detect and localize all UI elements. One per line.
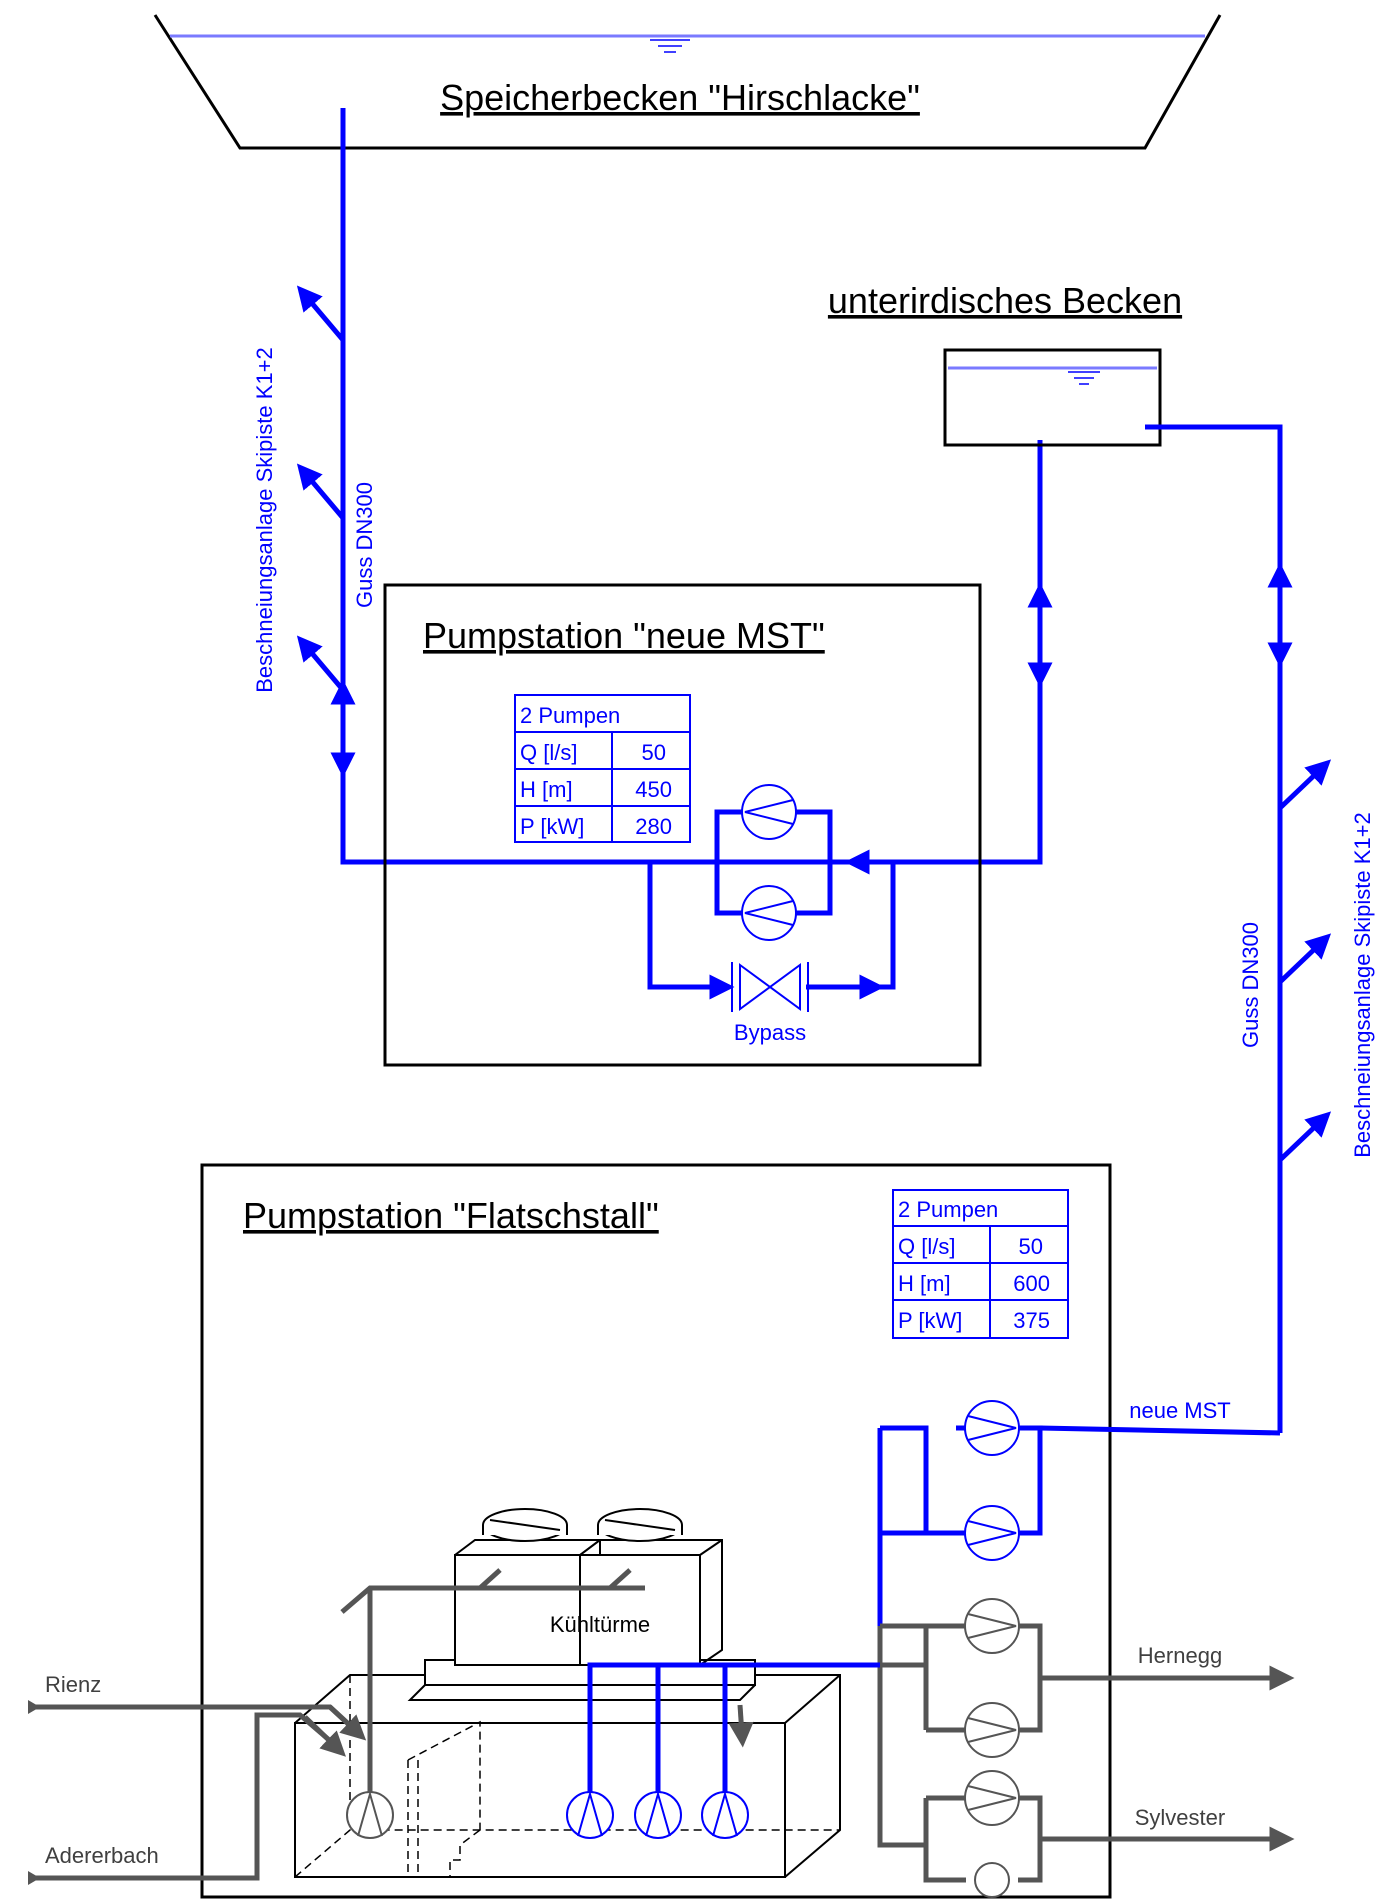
inlet-adererbach: Adererbach <box>28 1712 346 1885</box>
station-mst-table: 2 Pumpen Q [l/s] 50 H [m] 450 P [kW] 280 <box>514 694 691 843</box>
outlet-hernegg-label: Hernegg <box>1138 1643 1222 1668</box>
pumpstation-flatschstall: Pumpstation "Flatschstall" 2 Pumpen Q [l… <box>200 1163 1295 1899</box>
table-label-p: P [kW] <box>898 1308 962 1333</box>
inlet-rienz: Rienz <box>28 1672 367 1741</box>
table-value-h: 450 <box>635 777 672 802</box>
table-value-p: 375 <box>1013 1308 1050 1333</box>
fan-icon <box>482 1508 568 1542</box>
pump-icon <box>974 1862 1010 1898</box>
table-label-h: H [m] <box>898 1271 951 1296</box>
table-label-q: Q [l/s] <box>898 1234 955 1259</box>
pump-icon <box>634 1790 682 1839</box>
pump-icon <box>964 1598 1020 1654</box>
pump-icon <box>346 1790 394 1839</box>
bypass-valve-icon <box>731 962 809 1012</box>
left-branch-label: Beschneiungsanlage Skipiste K1+2 <box>252 347 277 693</box>
outlet-sylvester-label: Sylvester <box>1135 1805 1225 1830</box>
pump-icon <box>566 1790 614 1839</box>
fan-icon <box>597 1508 683 1542</box>
pump-icon <box>741 784 797 840</box>
table-label-p: P [kW] <box>520 814 584 839</box>
right-supply-pipe: Guss DN300 Beschneiungsanlage Skipiste K… <box>1145 424 1375 1433</box>
left-pipe-material: Guss DN300 <box>352 482 377 608</box>
storage-tank-3d <box>294 1659 841 1878</box>
table-value-p: 280 <box>635 814 672 839</box>
station-mst-title: Pumpstation "neue MST" <box>423 615 825 656</box>
pump-icon <box>964 1505 1020 1561</box>
inlet-rienz-label: Rienz <box>45 1672 101 1697</box>
right-branch-label: Beschneiungsanlage Skipiste K1+2 <box>1350 812 1375 1158</box>
table-header: 2 Pumpen <box>520 703 620 728</box>
pump-icon <box>964 1400 1020 1456</box>
station-flat-table: 2 Pumpen Q [l/s] 50 H [m] 600 P [kW] 375 <box>892 1189 1069 1339</box>
underground-title: unterirdisches Becken <box>828 280 1182 321</box>
pump-icon <box>964 1702 1020 1758</box>
pump-icon <box>741 885 797 941</box>
cooling-towers-label: Kühltürme <box>550 1612 650 1637</box>
table-label-h: H [m] <box>520 777 573 802</box>
table-label-q: Q [l/s] <box>520 740 577 765</box>
table-header: 2 Pumpen <box>898 1197 998 1222</box>
station-flat-title: Pumpstation "Flatschstall" <box>243 1195 659 1236</box>
pumpstation-neue-mst: Pumpstation "neue MST" 2 Pumpen Q [l/s] … <box>383 583 982 1067</box>
table-value-h: 600 <box>1013 1271 1050 1296</box>
outlet-mst-label: neue MST <box>1129 1398 1231 1423</box>
cooling-towers: Kühltürme <box>454 1508 723 1666</box>
left-supply-pipe: Guss DN300 Beschneiungsanlage Skipiste K… <box>252 108 1043 865</box>
water-level-icon <box>1068 371 1100 385</box>
pump-icon <box>701 1790 749 1839</box>
pump-icon <box>964 1770 1020 1826</box>
table-value-q: 50 <box>1019 1234 1043 1259</box>
water-level-icon <box>650 39 690 53</box>
table-value-q: 50 <box>642 740 666 765</box>
right-pipe-material: Guss DN300 <box>1238 922 1263 1048</box>
bypass-label: Bypass <box>734 1020 806 1045</box>
underground-basin: unterirdisches Becken <box>828 280 1182 447</box>
inlet-adererbach-label: Adererbach <box>45 1843 159 1868</box>
reservoir-hirschlacke: Speicherbecken "Hirschlacke" <box>153 14 1222 150</box>
reservoir-title: Speicherbecken "Hirschlacke" <box>440 77 920 118</box>
